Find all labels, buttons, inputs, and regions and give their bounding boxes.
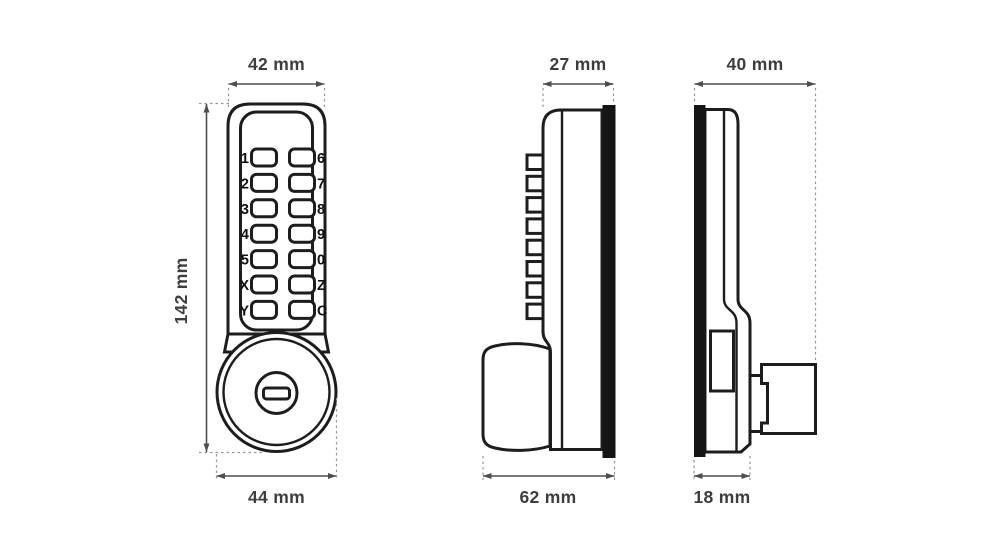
dimension-height: 142 mm xyxy=(171,102,263,454)
keypad-button xyxy=(288,223,316,244)
keypad-button xyxy=(250,223,278,244)
key-label-left: 3 xyxy=(241,202,249,218)
keypad-row: 1 6 xyxy=(241,147,325,168)
keypad-button xyxy=(288,274,316,295)
side-body-outline xyxy=(541,108,604,451)
back-mounting-plate xyxy=(694,105,706,457)
front-faceplate-inner-outline xyxy=(239,110,314,332)
dimension-40mm-label: 40 mm xyxy=(727,54,784,74)
key-label-left: Y xyxy=(239,303,249,319)
keypad-button xyxy=(250,172,278,193)
dimension-depth-bottom: 62 mm xyxy=(482,456,616,507)
key-label-right: 6 xyxy=(317,151,325,167)
latch-housing xyxy=(760,363,817,435)
side-knob-profile xyxy=(481,342,552,452)
keypad-button xyxy=(288,198,316,219)
front-view: 1 6 2 7 3 8 4 9 xyxy=(171,54,338,507)
key-label-right: Z xyxy=(317,278,326,294)
dimension-body-depth: 18 mm xyxy=(693,456,751,507)
key-label-right: 7 xyxy=(317,176,325,192)
front-body-outline xyxy=(226,102,327,336)
keyhole-slot xyxy=(262,386,291,401)
dimension-width-bottom: 44 mm xyxy=(215,398,338,507)
dimension-44mm-label: 44 mm xyxy=(248,487,305,507)
back-faceplate-line xyxy=(722,110,738,451)
key-label-right: 8 xyxy=(317,202,325,218)
keypad-button xyxy=(250,274,278,295)
dimension-142mm-label: 142 mm xyxy=(171,258,191,325)
dimension-27mm-label: 27 mm xyxy=(550,54,607,74)
knob-inner-ring xyxy=(222,337,331,447)
keypad-row: 4 9 xyxy=(241,223,325,244)
keypad-row: X Z xyxy=(239,274,326,295)
keypad-row: Y C xyxy=(239,299,328,320)
key-label-left: 2 xyxy=(241,176,249,192)
keypad-row: 2 7 xyxy=(241,172,325,193)
keypad-button xyxy=(250,299,278,320)
key-label-left: 4 xyxy=(241,227,249,243)
keypad-button xyxy=(250,249,278,270)
keypad-button xyxy=(288,249,316,270)
side-view-buttons xyxy=(525,153,546,321)
key-label-right: C xyxy=(317,303,328,319)
key-label-right: 9 xyxy=(317,227,325,243)
keypad-row: 5 0 xyxy=(241,249,325,270)
key-label-right: 0 xyxy=(317,253,325,269)
key-label-left: 1 xyxy=(241,151,249,167)
side-mounting-plate xyxy=(602,105,616,458)
side-view: 27 mm 62 mm xyxy=(481,54,616,507)
keypad-row: 3 8 xyxy=(241,198,325,219)
keypad-button xyxy=(288,147,316,168)
dimension-width-top: 42 mm xyxy=(227,54,326,110)
dimension-depth-top: 27 mm xyxy=(542,54,615,108)
latch-connector-tab xyxy=(746,374,769,433)
back-body-outline xyxy=(703,108,752,454)
back-view: 40 mm 18 mm xyxy=(693,54,817,507)
keypad-button xyxy=(288,299,316,320)
key-label-left: 5 xyxy=(241,253,249,269)
keypad: 1 6 2 7 3 8 4 9 xyxy=(239,147,328,320)
back-cutout xyxy=(709,329,735,393)
keypad-button xyxy=(250,147,278,168)
dimension-18mm-label: 18 mm xyxy=(694,487,751,507)
key-label-left: X xyxy=(239,278,249,294)
keypad-button xyxy=(250,198,278,219)
dimension-width-overall: 40 mm xyxy=(693,54,817,362)
keypad-button xyxy=(288,172,316,193)
dimension-42mm-label: 42 mm xyxy=(248,54,305,74)
dimension-62mm-label: 62 mm xyxy=(520,487,577,507)
